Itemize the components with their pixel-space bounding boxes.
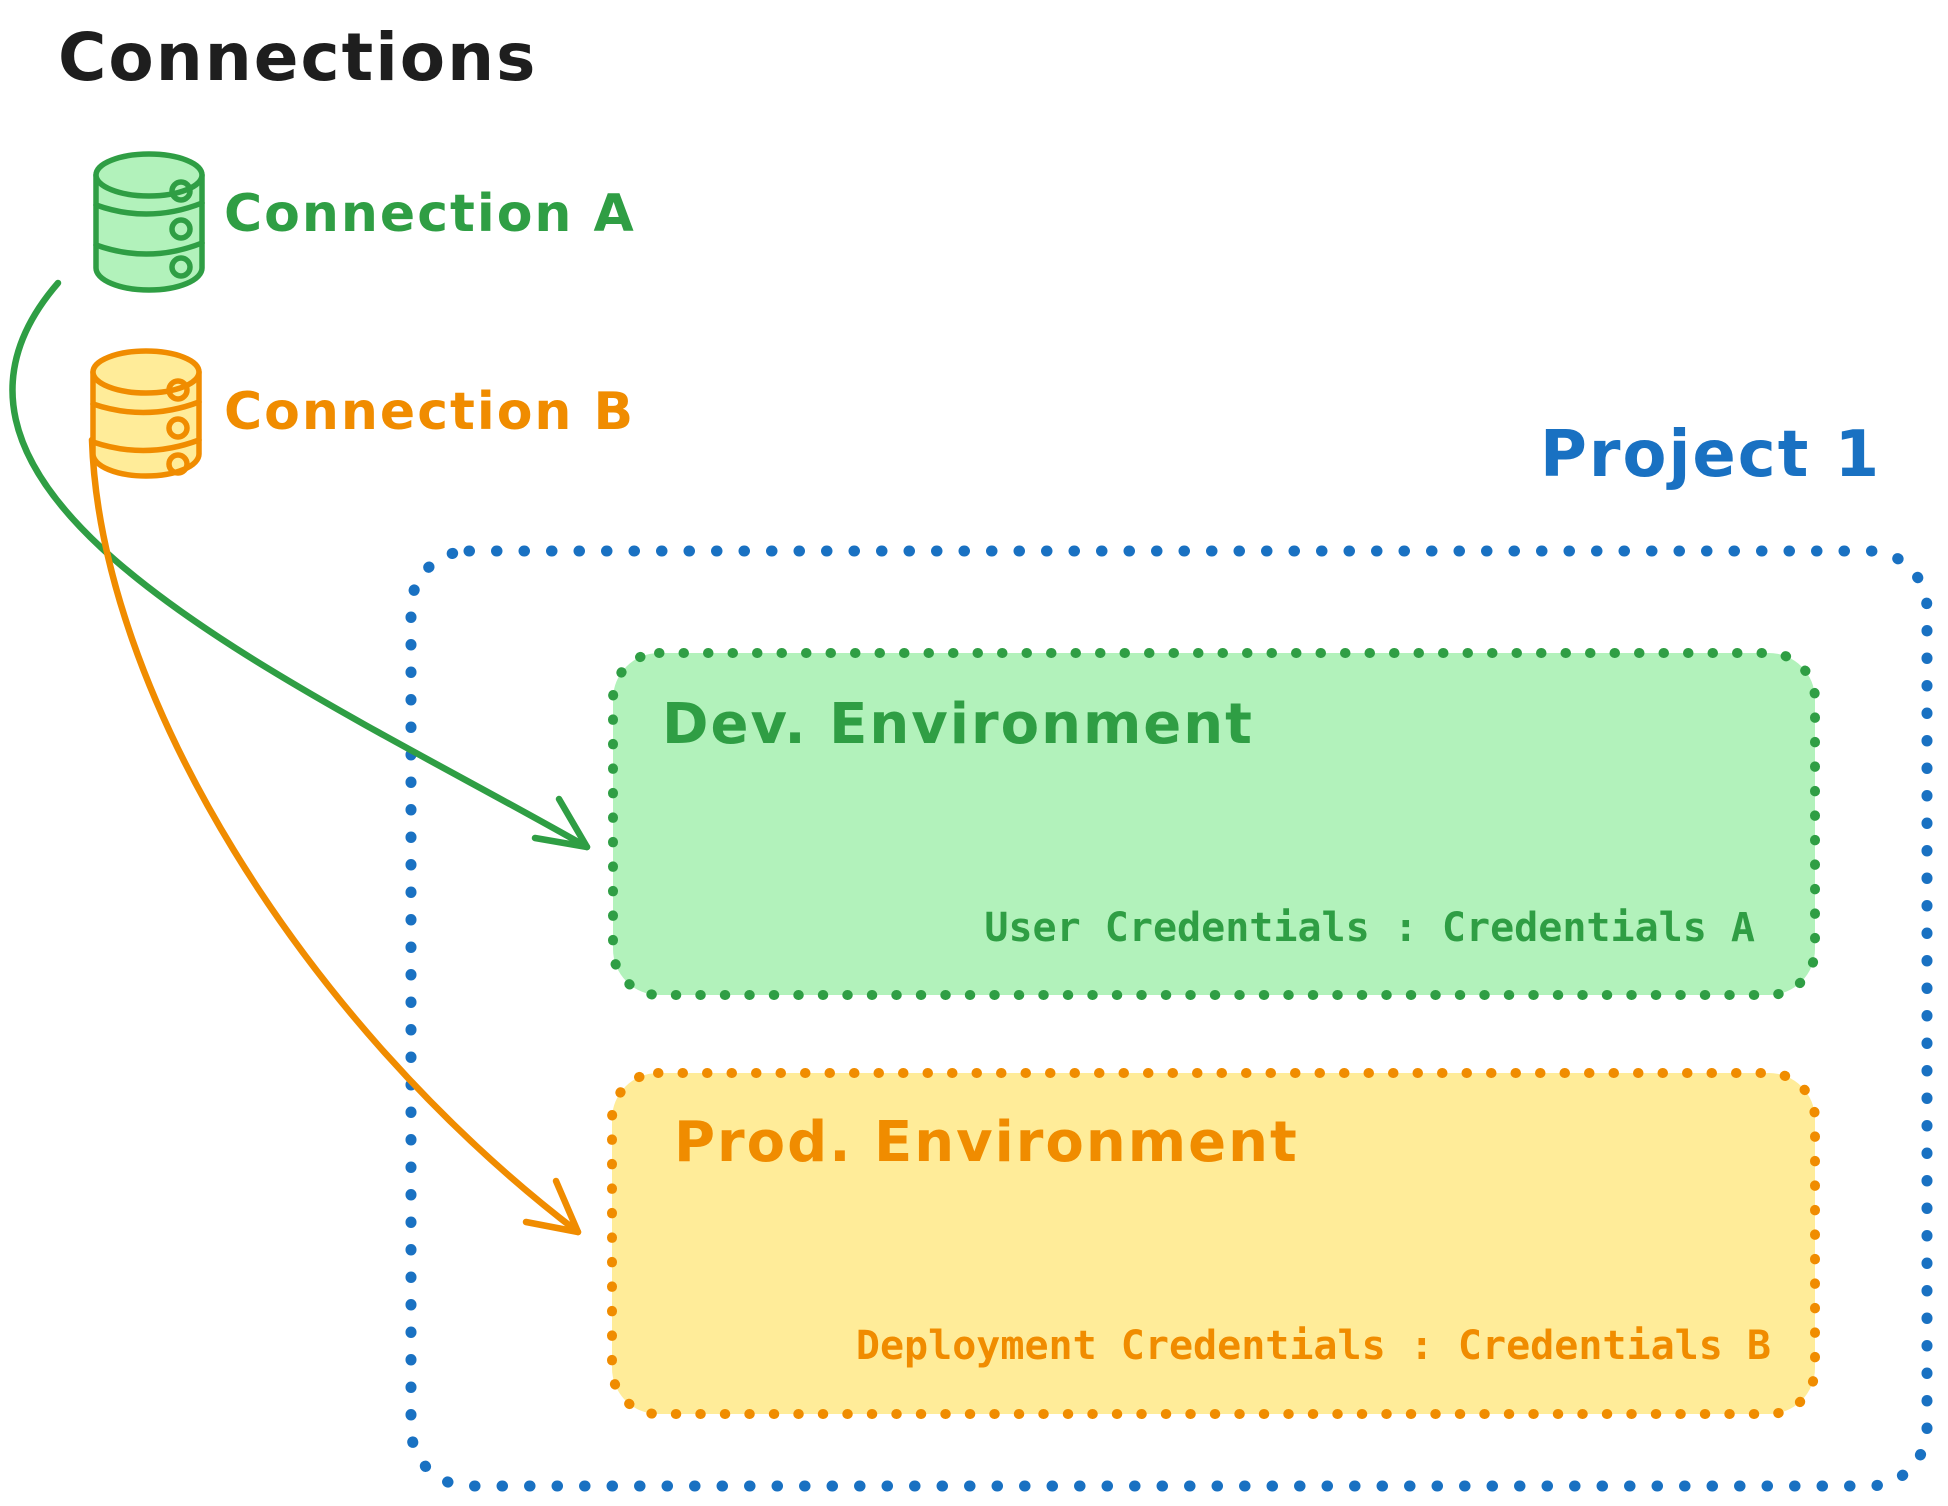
arrow-connection-a-to-dev bbox=[9, 279, 591, 851]
arrowhead-green bbox=[531, 795, 591, 851]
project-label: Project 1 bbox=[1540, 418, 1882, 492]
prod-environment-title: Prod. Environment bbox=[674, 1110, 1299, 1175]
arrowhead-orange bbox=[522, 1177, 582, 1236]
diagram-title: Connections bbox=[58, 19, 538, 96]
dev-environment-box bbox=[608, 648, 1820, 1000]
dev-environment-credentials: User Credentials : Credentials A bbox=[984, 905, 1755, 951]
prod-environment-box bbox=[607, 1068, 1820, 1419]
database-icon-connection-a bbox=[93, 151, 205, 293]
arrow-connection-b-to-prod bbox=[88, 436, 582, 1236]
database-icon-connection-b bbox=[90, 348, 202, 479]
dev-environment-title: Dev. Environment bbox=[662, 692, 1254, 757]
project-boundary-box bbox=[405, 545, 1933, 1492]
prod-environment-credentials: Deployment Credentials : Credentials B bbox=[855, 1323, 1771, 1369]
connection-a-label: Connection A bbox=[224, 184, 636, 244]
connection-b-label: Connection B bbox=[224, 382, 636, 442]
